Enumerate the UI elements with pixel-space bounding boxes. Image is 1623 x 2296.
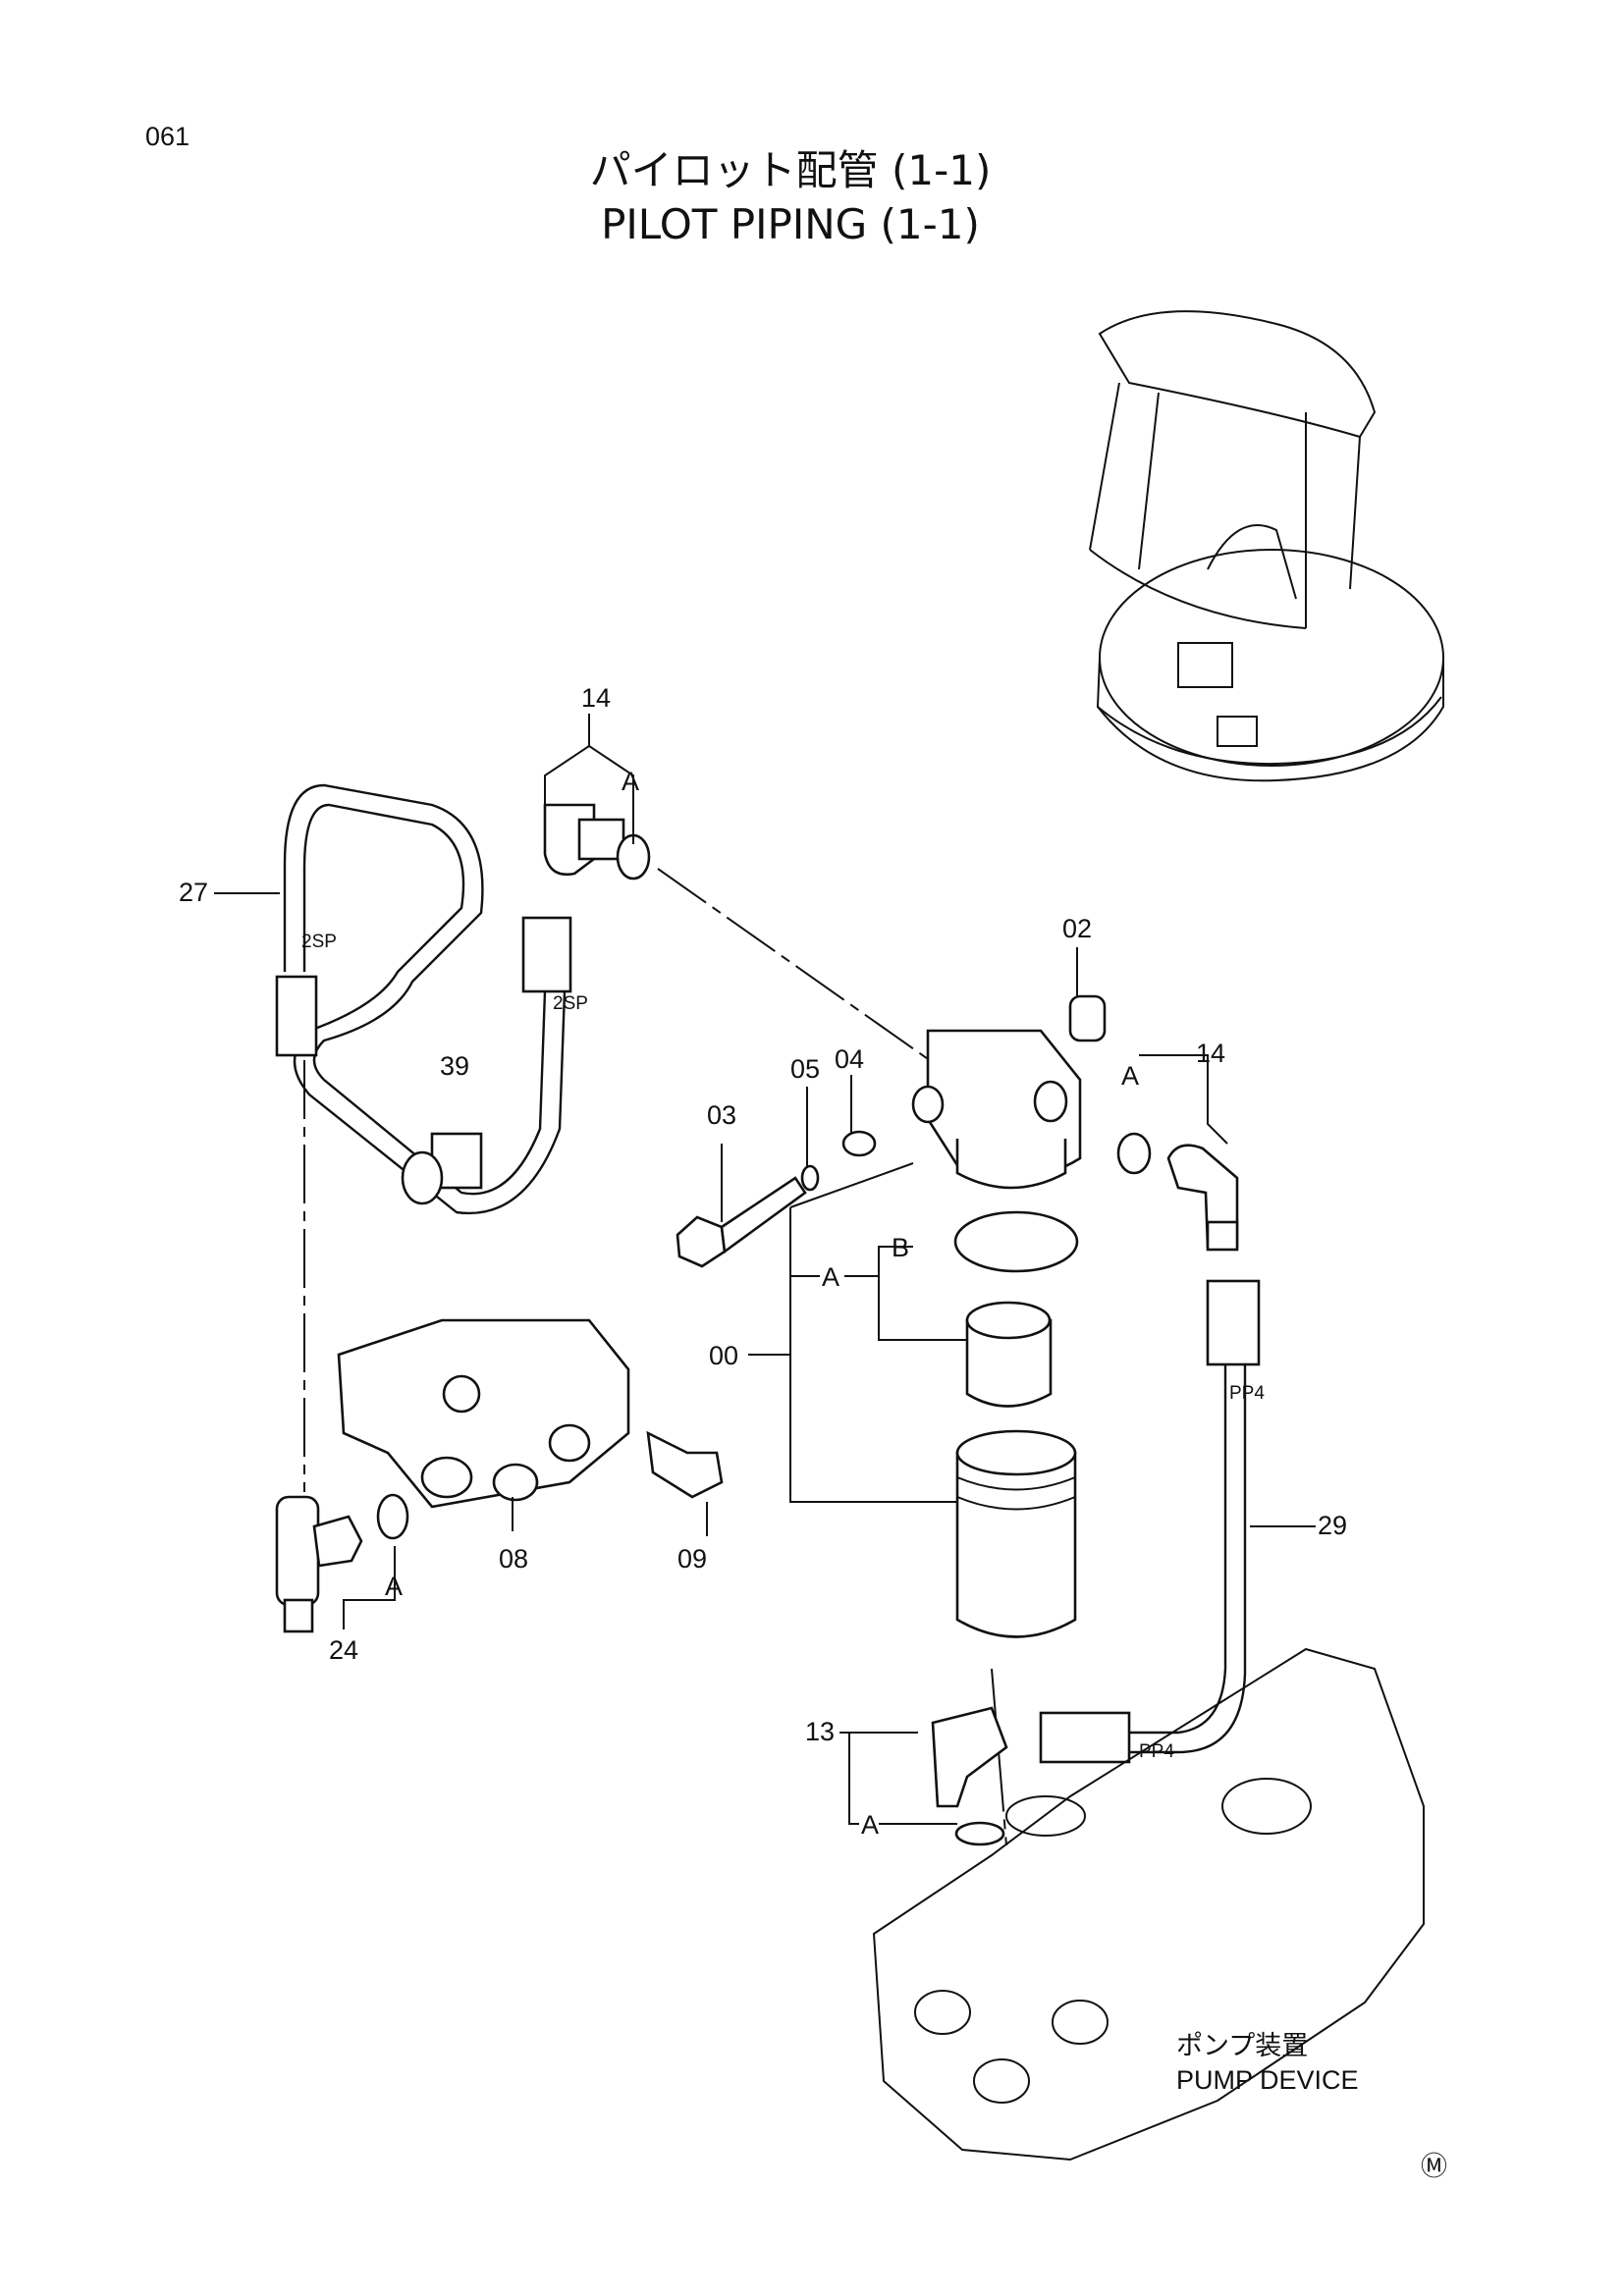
bolt-03-and-washers <box>676 1130 877 1268</box>
pump-label-english: PUMP DEVICE <box>1176 2065 1359 2095</box>
callout-29: 29 <box>1318 1511 1347 1540</box>
pipe-27-top-fitting <box>521 916 572 993</box>
o-ring-08 <box>376 1493 409 1540</box>
title-english: PILOT PIPING (1-1) <box>601 200 980 248</box>
callout-13: 13 <box>805 1717 835 1746</box>
callout-39: 39 <box>440 1051 469 1081</box>
callout-27: 27 <box>179 878 208 907</box>
callout-14-right: 14 <box>1196 1039 1225 1068</box>
pilot-pipe-29 <box>1039 1279 1261 1764</box>
sublabel-a-pump: A <box>861 1810 879 1840</box>
callout-08: 08 <box>499 1544 528 1574</box>
plug-02 <box>1068 994 1107 1042</box>
pipe-mark-2sp-right: 2SP <box>553 993 588 1014</box>
callout-02: 02 <box>1062 914 1092 943</box>
filter-element <box>955 1451 1077 1638</box>
pipe-mark-pp4-top: PP4 <box>1229 1383 1265 1404</box>
pipe-mark-pp4-bottom: PP4 <box>1139 1741 1174 1762</box>
copyright-mark: Ⓜ <box>1421 2152 1447 2181</box>
pipe-27-end-fitting <box>275 975 318 1057</box>
leader-lines <box>303 868 1007 1846</box>
elbow-fitting-14-right <box>1116 1132 1239 1252</box>
pilot-pipe-27 <box>275 783 572 1215</box>
callout-05: 05 <box>790 1054 820 1084</box>
sublabel-b-filter: B <box>892 1233 909 1262</box>
callout-leaders <box>214 714 1316 1825</box>
machine-overview-illustration <box>1089 310 1444 782</box>
pilot-filter-assembly <box>911 994 1107 1638</box>
washer-04 <box>841 1130 877 1157</box>
washer-05 <box>800 1164 820 1192</box>
page-number: 061 <box>145 122 189 151</box>
sublabel-a-valve: A <box>385 1572 403 1601</box>
callout-04: 04 <box>835 1044 864 1074</box>
sublabel-a-filter: A <box>822 1262 839 1292</box>
elbow-fitting-13 <box>931 1706 1008 1846</box>
valve-block-08 <box>337 1318 724 1540</box>
sublabel-a-right: A <box>1121 1061 1139 1091</box>
pump-label-japanese: ポンプ装置 <box>1176 2031 1308 2060</box>
title-japanese: パイロット配管 (1-1) <box>590 146 992 194</box>
callout-24: 24 <box>329 1635 358 1665</box>
pipe-mark-2sp-left: 2SP <box>301 932 337 952</box>
callout-00: 00 <box>709 1341 738 1370</box>
o-ring-13 <box>954 1821 1005 1846</box>
pump-device-illustration <box>872 1647 1425 2162</box>
sublabel-a-top: A <box>622 767 639 796</box>
tee-fitting-24 <box>275 1495 363 1633</box>
callout-03: 03 <box>707 1100 736 1130</box>
callout-14-top: 14 <box>581 683 611 713</box>
callout-09: 09 <box>677 1544 707 1574</box>
o-ring-b <box>953 1210 1079 1273</box>
